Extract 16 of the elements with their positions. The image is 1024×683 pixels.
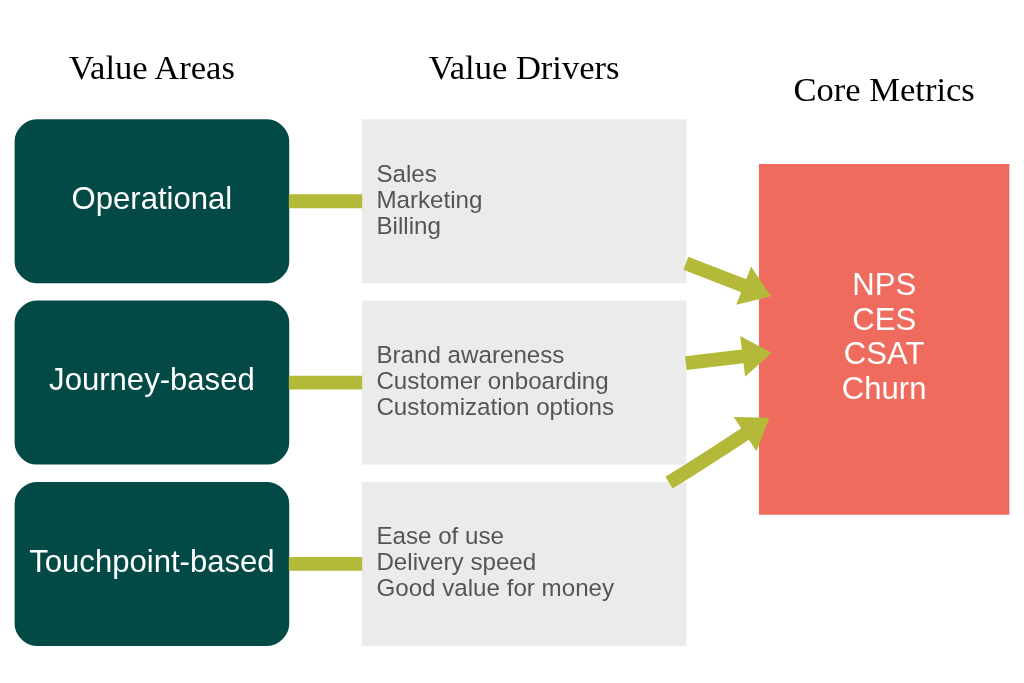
label: Value Areas — [68, 47, 235, 86]
label: Value Drivers — [428, 47, 620, 86]
connector — [288, 193, 363, 208]
arrow — [685, 335, 772, 377]
node-box: Ease of use Delivery speed Good value for money — [361, 481, 687, 646]
arrow — [683, 256, 771, 305]
connector — [288, 556, 363, 571]
node-box: Operational — [14, 118, 290, 283]
node-box: Journey-based — [14, 300, 290, 465]
node-box: NPS CES CSAT Churn — [758, 163, 1010, 515]
arrow — [665, 416, 770, 488]
node-box: Touchpoint-based — [14, 481, 290, 646]
connector — [288, 375, 363, 389]
node-box: Brand awareness Customer onboarding Customization options — [361, 300, 687, 465]
label: Core Metrics — [793, 69, 975, 108]
node-box: Sales Marketing Billing — [361, 118, 687, 283]
